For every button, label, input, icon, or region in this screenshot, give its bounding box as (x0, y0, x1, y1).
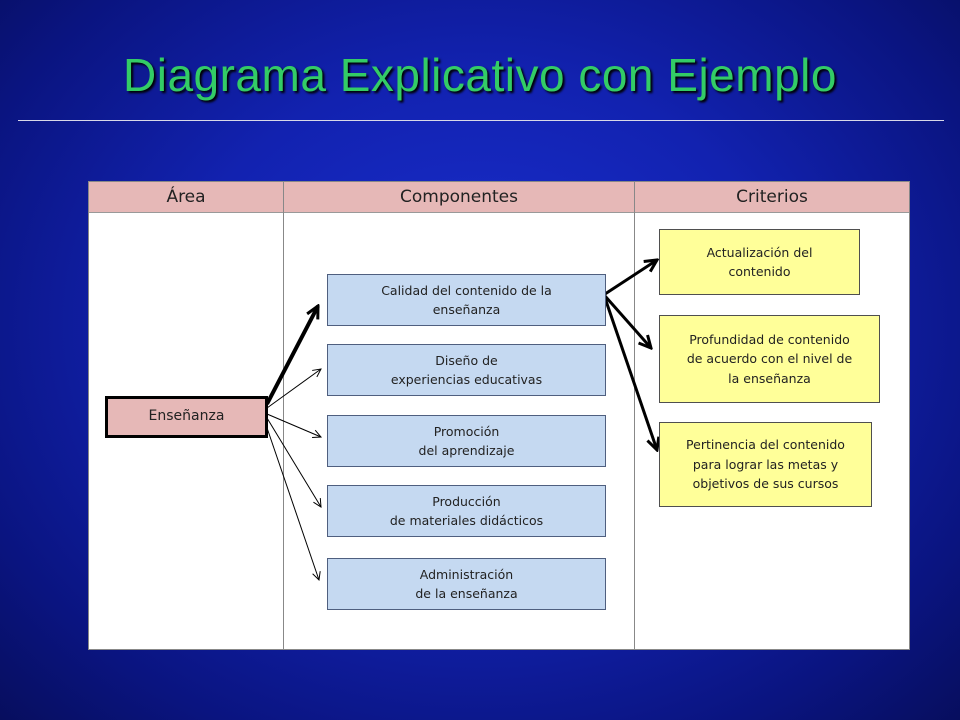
component-box: Calidad del contenido de la enseñanza (327, 274, 606, 326)
column-divider (283, 182, 284, 649)
arrow-area-to-diseno (266, 369, 321, 409)
component-line: Promoción (433, 423, 500, 439)
slide-title: Diagrama Explicativo con Ejemplo (123, 49, 837, 101)
criteria-box: Profundidad de contenido de acuerdo con e… (659, 315, 880, 403)
arrow-calidad-to-actualizacion (604, 260, 657, 296)
component-line: Diseño de (435, 352, 498, 368)
criteria-line: Profundidad de contenido (689, 331, 850, 347)
component-line: enseñanza (432, 302, 501, 317)
component-line: de la enseñanza (415, 586, 518, 601)
component-line: Calidad del contenido de la (381, 282, 552, 298)
connector-arrows (264, 182, 909, 649)
component-line: del aprendizaje (418, 443, 515, 458)
criteria-box: Actualización del contenido (659, 229, 860, 295)
component-line: Producción (432, 493, 501, 509)
area-box-ensenanza: Enseñanza (105, 396, 268, 438)
arrow-area-to-produccion (266, 417, 321, 507)
criteria-line: contenido (728, 264, 791, 279)
criteria-line: para lograr las metas y (692, 456, 839, 472)
criteria-line: la enseñanza (728, 370, 811, 386)
diagram-figure: Área Componentes Criterios Enseñanza Cal… (88, 181, 910, 650)
header-componentes: Componentes (284, 182, 634, 213)
component-box: Producción de materiales didácticos (327, 485, 606, 537)
header-area: Área (89, 182, 283, 213)
arrow-area-to-calidad (265, 306, 320, 405)
component-box: Promoción del aprendizaje (327, 415, 606, 467)
component-line: de materiales didácticos (389, 513, 544, 528)
criteria-box: Pertinencia del contenido para lograr las… (659, 422, 872, 507)
component-box: Administración de la enseñanza (327, 558, 606, 610)
column-divider (634, 182, 635, 649)
criteria-line: Pertinencia del contenido (686, 437, 845, 453)
component-box: Diseño de experiencias educativas (327, 344, 606, 396)
header-criterios: Criterios (635, 182, 909, 213)
arrow-calidad-to-pertinencia (603, 297, 657, 450)
title-divider (18, 120, 944, 121)
criteria-line: objetivos de sus cursos (692, 476, 839, 492)
arrow-area-to-promocion (266, 413, 321, 437)
arrow-area-to-administracion (264, 421, 319, 580)
criteria-line: de acuerdo con el nivel de (686, 351, 853, 367)
arrow-calidad-to-profundidad (603, 295, 651, 348)
component-line: experiencias educativas (390, 372, 543, 387)
criteria-line: Actualización del (706, 244, 813, 260)
component-line: Administración (419, 566, 514, 582)
